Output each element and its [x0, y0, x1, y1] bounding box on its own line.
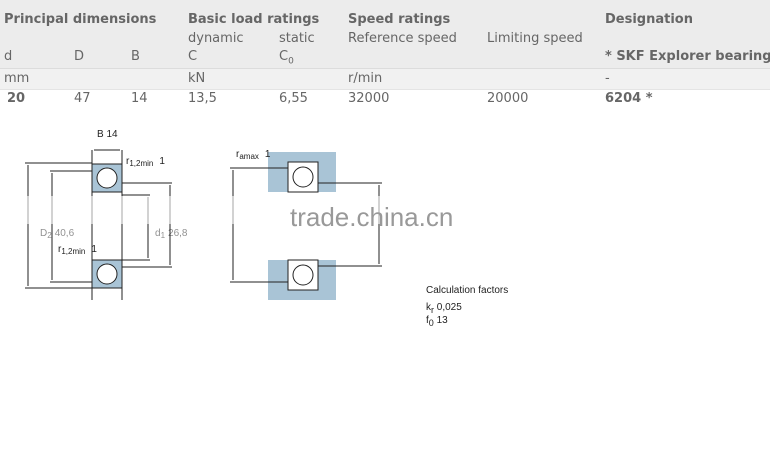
r-sub: 1,2min: [129, 159, 153, 168]
static-label: static: [279, 31, 315, 46]
ramax-note: 1: [265, 149, 271, 160]
kr-factor: kr 0,025: [426, 302, 462, 315]
r12min-label-top: r1,2min 1: [126, 156, 165, 168]
kr-letter: k: [426, 302, 431, 313]
r-note: 1: [159, 156, 165, 167]
limiting-speed-label: Limiting speed: [487, 31, 583, 46]
r-sub: 1,2min: [61, 247, 85, 256]
f0-sub: 0: [428, 318, 434, 328]
cell-C: 13,5: [188, 91, 217, 106]
ramax-letter: r: [236, 149, 240, 160]
basic-load-ratings-heading: Basic load ratings: [188, 12, 320, 27]
cell-limiting-speed: 20000: [487, 91, 529, 106]
r12min-label-bottom: r1,2min 1: [58, 244, 97, 256]
unit-mm: mm: [4, 71, 30, 86]
watermark: trade.china.cn: [290, 202, 453, 232]
d2-sub: 2: [47, 231, 52, 240]
unit-rpm: r/min: [348, 71, 383, 86]
d2-value: 40,6: [55, 228, 75, 239]
f0-letter: f: [426, 315, 429, 326]
units-row: [0, 68, 770, 90]
cell-designation: 6204 *: [605, 91, 653, 106]
cell-B: 14: [131, 91, 148, 106]
table-header: [0, 0, 770, 68]
principal-dimensions-heading: Principal dimensions: [4, 12, 157, 27]
col-C0: C0: [279, 49, 294, 67]
cell-d: 20: [7, 91, 26, 106]
c0-sub: 0: [288, 56, 294, 67]
cell-D: 47: [74, 91, 91, 106]
d2-letter: D: [40, 228, 47, 239]
unit-designation: -: [605, 71, 610, 86]
unit-kn: kN: [188, 71, 206, 86]
kr-sub: r: [431, 305, 434, 315]
dynamic-label: dynamic: [188, 31, 244, 46]
ramax-sub: amax: [239, 152, 259, 161]
explorer-note: * SKF Explorer bearing: [605, 49, 770, 64]
r-letter: r: [58, 244, 62, 255]
speed-ratings-heading: Speed ratings: [348, 12, 451, 27]
f0-factor: f0 13: [426, 315, 448, 328]
d1-letter: d: [155, 228, 161, 239]
b-dimension-label: B 14: [97, 129, 118, 140]
col-B: B: [131, 49, 140, 64]
col-D: D: [74, 49, 85, 64]
col-d: d: [4, 49, 13, 64]
calc-factors-title: Calculation factors: [426, 285, 509, 296]
kr-value: 0,025: [436, 302, 462, 313]
d1-value: 26,8: [168, 228, 188, 239]
watermark-band: [0, 196, 660, 224]
reference-speed-label: Reference speed: [348, 31, 457, 46]
designation-heading: Designation: [605, 12, 693, 27]
d1-sub: 1: [161, 231, 166, 240]
r-letter: r: [126, 156, 130, 167]
ramax-label: ramax 1: [236, 149, 271, 161]
cell-C0: 6,55: [279, 91, 308, 106]
col-C: C: [188, 49, 198, 64]
c0-letter: C: [279, 49, 289, 64]
r-note: 1: [91, 244, 97, 255]
cell-reference-speed: 32000: [348, 91, 390, 106]
f0-value: 13: [436, 315, 448, 326]
